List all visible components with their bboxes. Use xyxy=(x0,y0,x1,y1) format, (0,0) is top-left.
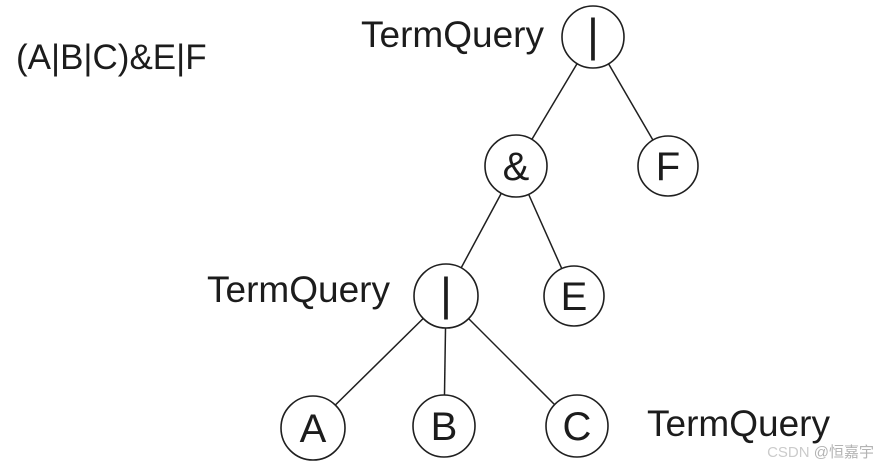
node-a: A xyxy=(280,395,346,461)
node-or-root-label: | xyxy=(587,9,599,61)
node-b-circle xyxy=(412,394,476,458)
node-e-label: E xyxy=(561,275,588,319)
node-a-circle xyxy=(280,395,346,461)
expression-label: (A|B|C)&E|F xyxy=(16,38,207,77)
node-b-label: B xyxy=(431,405,458,449)
termquery-annotation-leaf: TermQuery xyxy=(647,403,830,444)
node-e: E xyxy=(543,265,605,327)
node-e-circle xyxy=(543,265,605,327)
node-and-circle xyxy=(484,134,548,198)
node-f-label: F xyxy=(656,145,680,189)
node-b: B xyxy=(412,394,476,458)
node-and-label: & xyxy=(503,145,530,189)
node-c-circle xyxy=(545,394,609,458)
termquery-annotation-root: TermQuery xyxy=(361,14,544,55)
node-and: & xyxy=(484,134,548,198)
node-or-root: | xyxy=(561,5,625,69)
node-or-inner-label: | xyxy=(440,268,452,320)
node-f-circle xyxy=(637,135,699,197)
node-a-label: A xyxy=(300,407,327,451)
termquery-annotation-inner: TermQuery xyxy=(207,269,390,310)
node-f: F xyxy=(637,135,699,197)
watermark-prefix: CSDN xyxy=(767,444,810,461)
watermark-handle: @恒嘉宇 xyxy=(813,444,874,461)
node-or-inner: | xyxy=(413,263,479,329)
node-or-root-circle xyxy=(561,5,625,69)
node-or-inner-circle xyxy=(413,263,479,329)
node-c-label: C xyxy=(563,405,592,449)
watermark: CSDN @恒嘉宇 xyxy=(767,441,874,462)
node-c: C xyxy=(545,394,609,458)
